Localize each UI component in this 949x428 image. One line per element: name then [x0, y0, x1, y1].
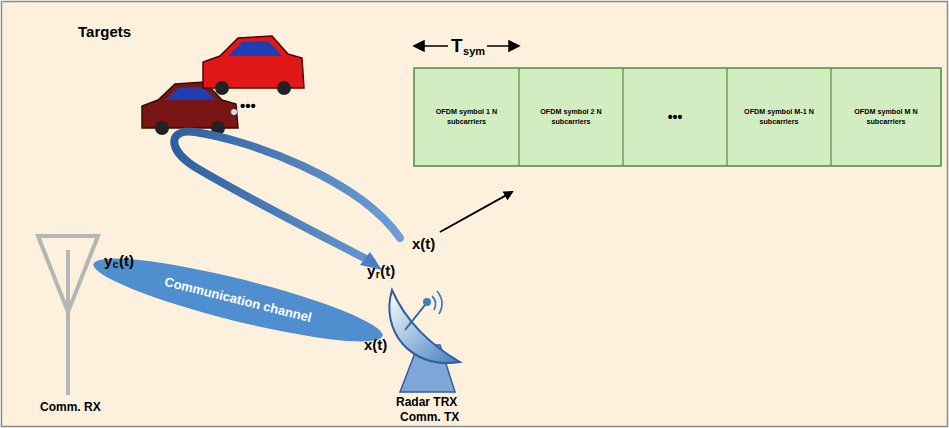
ofdm-symbol-box: ••• — [623, 68, 727, 166]
symbol-label: OFDM symbol M-1 N subcarriers — [727, 107, 831, 126]
transmit-arrow — [440, 192, 512, 232]
echo-loop — [174, 132, 400, 262]
symbol-label: OFDM symbol 2 N subcarriers — [519, 107, 623, 126]
symbol-label: ••• — [660, 108, 691, 127]
car-dark — [142, 82, 238, 135]
signal-subscript: r — [376, 270, 380, 280]
signal-label: (t) — [380, 263, 395, 278]
ofdm-symbol-box: OFDM symbol 2 N subcarriers — [519, 68, 623, 166]
radar-label: Radar TRX — [396, 396, 457, 408]
symbol-label: OFDM symbol 1 N subcarriers — [414, 107, 519, 126]
tsym-label: T — [451, 36, 463, 55]
ellipsis: ••• — [240, 98, 256, 113]
signal-label: x(t) — [412, 236, 435, 251]
receiver-label: Comm. RX — [40, 401, 101, 413]
ofdm-symbol-box: OFDM symbol M-1 N subcarriers — [727, 68, 831, 166]
signal-label: y — [104, 253, 112, 268]
car-red — [203, 36, 304, 95]
signal-label: (t) — [119, 253, 134, 268]
signal-label: x(t) — [364, 337, 387, 352]
tsym-subscript: sym — [463, 46, 485, 57]
radar-dish — [389, 290, 460, 392]
radar-label: Comm. TX — [400, 411, 459, 423]
symbol-dividers — [519, 68, 831, 166]
antenna-symbol — [38, 236, 98, 395]
ofdm-symbol-box: OFDM symbol M N subcarriers — [831, 68, 941, 166]
symbol-label: OFDM symbol M N subcarriers — [831, 107, 941, 126]
signal-subscript: c — [113, 260, 119, 270]
ofdm-symbol-box: OFDM symbol 1 N subcarriers — [414, 68, 519, 166]
ofdm-frame — [414, 68, 941, 166]
signal-label: y — [367, 263, 375, 278]
targets-label: Targets — [78, 24, 131, 39]
